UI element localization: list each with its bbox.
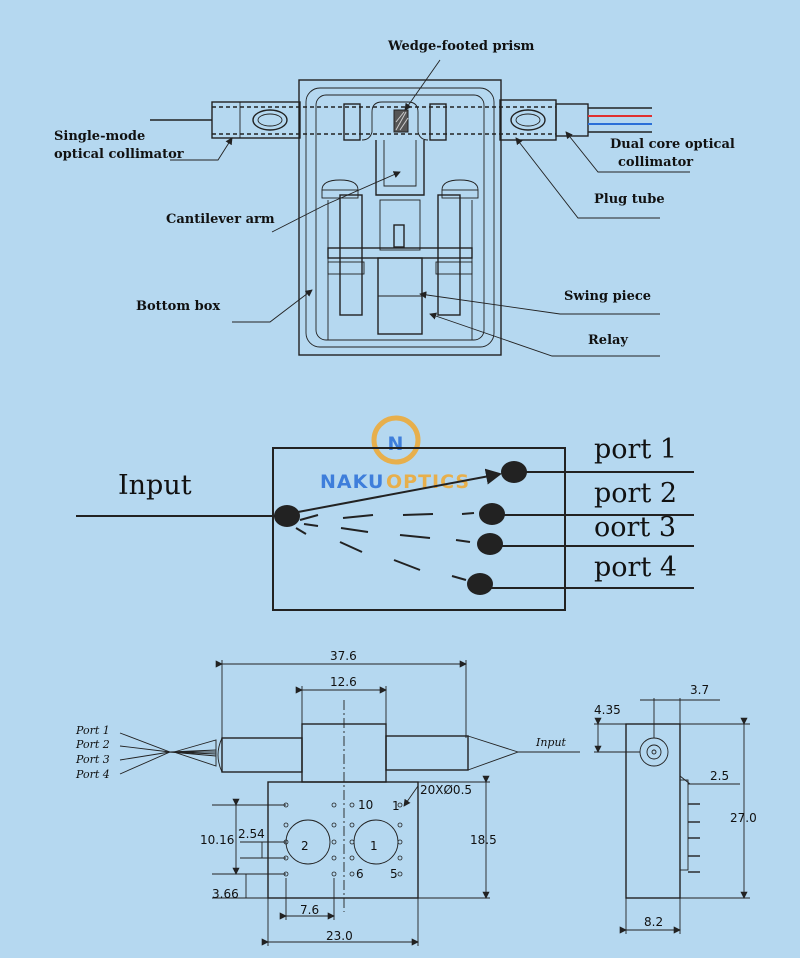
bottom-box-inner (305, 87, 495, 348)
dim-input-label: Input (535, 736, 567, 749)
dim-37-6: 37.6 (330, 649, 357, 663)
dim-10-16: 10.16 (200, 833, 234, 847)
dim-2-54: 2.54 (238, 827, 265, 841)
label-wedge-prism: Wedge-footed prism (387, 39, 535, 54)
holder-left (343, 103, 361, 141)
side-ferrule-icon (639, 737, 669, 767)
relay-coil-left (339, 194, 363, 316)
switch-box (272, 447, 566, 611)
dim-port-4: Port 4 (75, 768, 110, 781)
dim-port-2: Port 2 (75, 738, 110, 751)
dim-3-7: 3.7 (690, 683, 709, 697)
dim-7-6: 7.6 (300, 903, 319, 917)
label-plug-tube: Plug tube (594, 192, 665, 207)
lens-right-icon (510, 109, 546, 131)
dim-3-66: 3.66 (212, 887, 239, 901)
lens-left-icon (252, 109, 288, 131)
left-collimator-tube (221, 737, 303, 773)
plug-tube-body (555, 103, 589, 137)
port-4-dot (467, 573, 493, 595)
dim-8-2: 8.2 (644, 915, 663, 929)
bottom-box-inset (315, 94, 485, 341)
dim-4-35: 4.35 (594, 703, 621, 717)
bottom-box-outer (298, 79, 502, 356)
switched-beam (297, 468, 502, 513)
pin-10-label: 10 (358, 798, 373, 812)
single-mode-collimator (211, 101, 301, 139)
logo-ring-icon (371, 415, 421, 465)
dim-2-5: 2.5 (710, 769, 729, 783)
label-cantilever-arm: Cantilever arm (166, 212, 275, 227)
input-label: Input (118, 470, 192, 501)
dim-port-3: Port 3 (75, 753, 110, 766)
label-dual-core-2: collimator (618, 155, 693, 170)
dim-23-0: 23.0 (326, 929, 353, 943)
relay-2-label: 2 (301, 839, 309, 853)
relay-coil-right (437, 194, 461, 316)
switch-structure-diagram: Wedge-footed prism Single-mode optical c… (54, 39, 735, 357)
dimension-drawing-front: 37.6 12.6 18.5 23.0 7.6 10.16 2.54 3.66 … (75, 649, 580, 946)
port-4-label: port 4 (594, 552, 677, 583)
right-collimator-tube (385, 735, 469, 771)
leader-bottom-box (232, 289, 313, 323)
leader-relay (429, 312, 660, 357)
logo-text-naku: NAKU (320, 471, 384, 493)
leader-swing-piece (419, 291, 660, 315)
pin-1-label: 1 (392, 799, 400, 813)
leader-plug-tube (515, 137, 660, 219)
port-2-dot (479, 503, 505, 525)
label-relay: Relay (588, 333, 628, 348)
port-3-label: oort 3 (594, 512, 676, 543)
port-1-label: port 1 (594, 434, 677, 465)
logo-text-optics: OPTICS (386, 471, 470, 493)
holder-right (429, 103, 447, 141)
input-port-dot (274, 505, 300, 527)
main-body (267, 781, 419, 899)
cantilever-arm (375, 140, 425, 196)
port-2-label: port 2 (594, 478, 677, 509)
leader-prism (404, 59, 441, 111)
port-1-dot (501, 461, 527, 483)
dim-18-5: 18.5 (470, 833, 497, 847)
port-3-dot (477, 533, 503, 555)
pin-6-label: 6 (356, 867, 364, 881)
dim-12-6: 12.6 (330, 675, 357, 689)
pins-note: 20XØ0.5 (420, 783, 472, 797)
leader-single-mode (170, 137, 233, 161)
dim-port-1: Port 1 (75, 724, 110, 737)
label-bottom-box: Bottom box (136, 299, 220, 314)
pin-5-label: 5 (390, 867, 398, 881)
logo-letter: N (388, 433, 405, 455)
leader-dual-core (565, 131, 690, 173)
label-single-mode-1: Single-mode (54, 129, 145, 144)
dimension-drawing-side: 4.35 3.7 2.5 27.0 8.2 (594, 683, 757, 934)
label-single-mode-2: optical collimator (54, 147, 184, 162)
dim-27-0: 27.0 (730, 811, 757, 825)
label-dual-core-1: Dual core optical (610, 137, 735, 152)
relay-1-label: 1 (370, 839, 378, 853)
label-swing-piece: Swing piece (564, 289, 651, 304)
switch-principle-diagram: Input port 1 port 2 oort 3 port 4 (76, 434, 694, 611)
leader-cantilever (271, 171, 401, 233)
nakuoptics-watermark: N NAKU OPTICS (320, 415, 470, 493)
